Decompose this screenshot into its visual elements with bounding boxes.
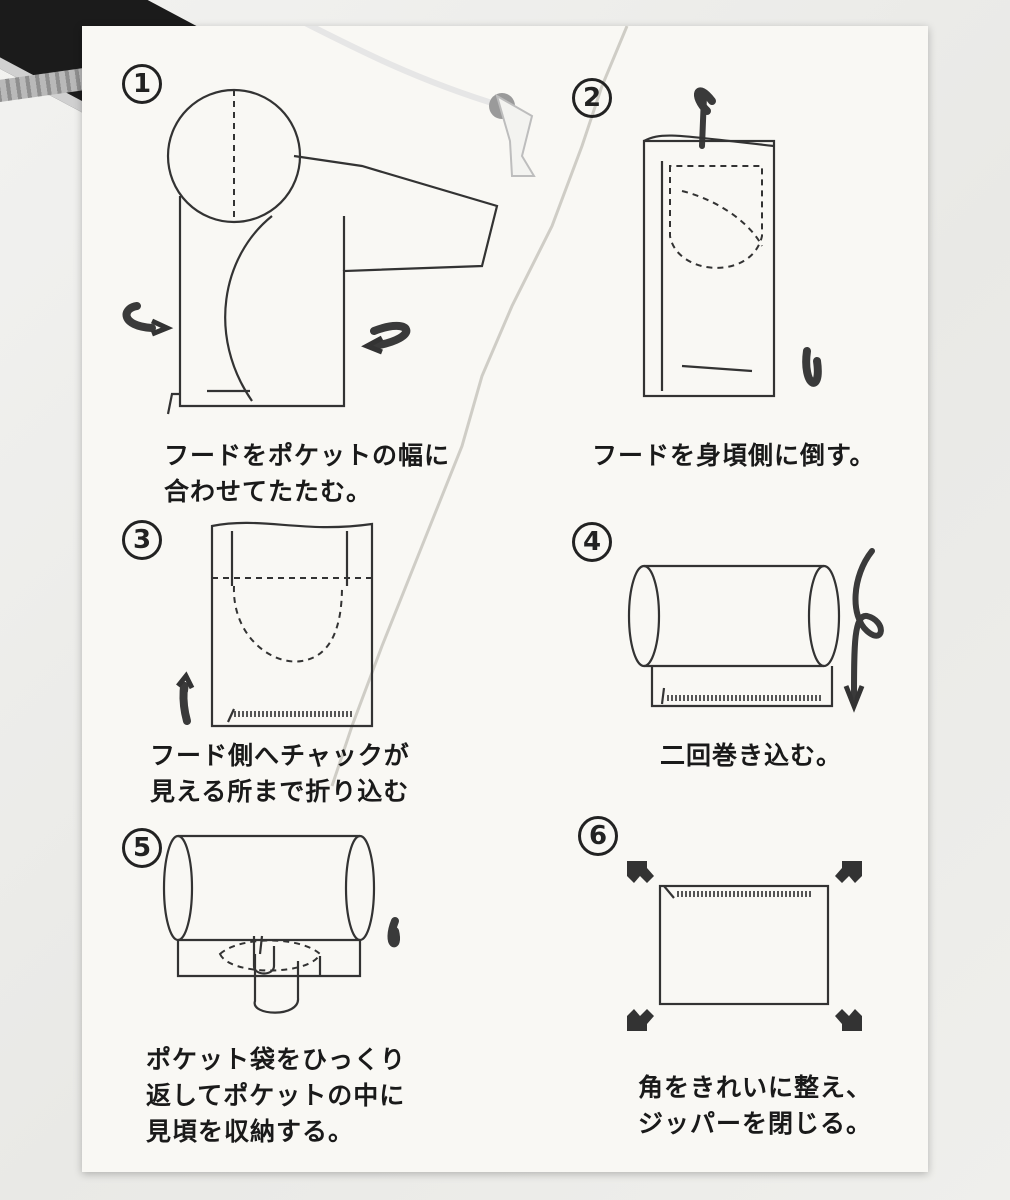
- step-5-pocket-inversion-illustration: [162, 834, 401, 1014]
- step-6-caption-line-1: 角をきれいに整え、: [638, 1073, 873, 1102]
- step-4-caption-line-1: 二回巻き込む。: [660, 741, 843, 770]
- step-number-1: 1: [122, 64, 162, 104]
- step-1-caption-line-1: フードをポケットの幅に: [164, 441, 451, 470]
- step-number-4: 4: [572, 522, 612, 562]
- step-1-hood-jacket-illustration: [122, 88, 499, 415]
- step-3-caption-line-1: フード側へチャックが: [150, 741, 410, 770]
- step-number-6: 6: [578, 816, 618, 856]
- step-5-caption-line-1: ポケット袋をひっくり: [146, 1045, 407, 1074]
- instruction-tag: 1 フードをポケットの幅に 合わせてたたむ。 2: [82, 26, 928, 1172]
- step-1-caption-line-2: 合わせてたたむ。: [164, 477, 373, 506]
- step-3-tuck-illustration: [176, 521, 374, 728]
- step-3-caption-line-2: 見える所まで折り込む: [150, 777, 410, 806]
- hand-icon: [252, 936, 276, 975]
- step-5-caption-line-3: 見頃を収納する。: [146, 1117, 355, 1146]
- step-2-caption-line-1: フードを身頃側に倒す。: [592, 441, 876, 470]
- corner-arrow-icon: [627, 861, 654, 883]
- step-6-finished-pack-illustration: [627, 861, 862, 1031]
- step-number-2: 2: [572, 78, 612, 118]
- step-4-roll-illustration: [627, 548, 884, 713]
- step-5-caption-line-2: 返してポケットの中に: [146, 1081, 406, 1110]
- step-number-5: 5: [122, 828, 162, 868]
- step-2-folded-hood-illustration: [642, 87, 822, 398]
- step-number-3: 3: [122, 520, 162, 560]
- step-6-caption-line-2: ジッパーを閉じる。: [638, 1109, 873, 1138]
